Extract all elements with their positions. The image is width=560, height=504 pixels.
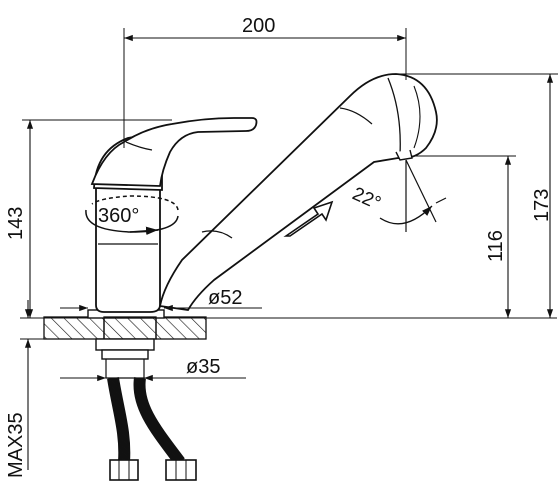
rotation-indicator bbox=[85, 195, 179, 236]
dimension-overall-length bbox=[123, 28, 407, 148]
spray-angle-indicator bbox=[379, 159, 447, 232]
dimension-116-label: 116 bbox=[485, 230, 507, 262]
dimension-max35-label: MAX35 bbox=[5, 412, 27, 478]
dimension-max-thickness bbox=[20, 300, 44, 470]
dimension-overall-height bbox=[400, 73, 558, 318]
countertop-section bbox=[20, 316, 557, 340]
dimension-body-height bbox=[22, 119, 172, 318]
dimension-spout-height bbox=[412, 155, 516, 318]
pull-out-spout bbox=[158, 73, 438, 311]
dimension-143-label: 143 bbox=[5, 207, 27, 240]
dimension-173-label: 173 bbox=[531, 189, 553, 222]
mounting-hardware bbox=[87, 309, 165, 379]
dimension-diameter-52-label: ø52 bbox=[208, 287, 242, 309]
dimension-diameter-35-label: ø35 bbox=[186, 356, 220, 378]
spray-angle-label: 22° bbox=[349, 184, 384, 215]
supply-hoses bbox=[107, 377, 197, 481]
lever-handle bbox=[90, 117, 258, 187]
dimension-200-label: 200 bbox=[242, 15, 275, 37]
rotation-label: 360° bbox=[98, 205, 139, 227]
